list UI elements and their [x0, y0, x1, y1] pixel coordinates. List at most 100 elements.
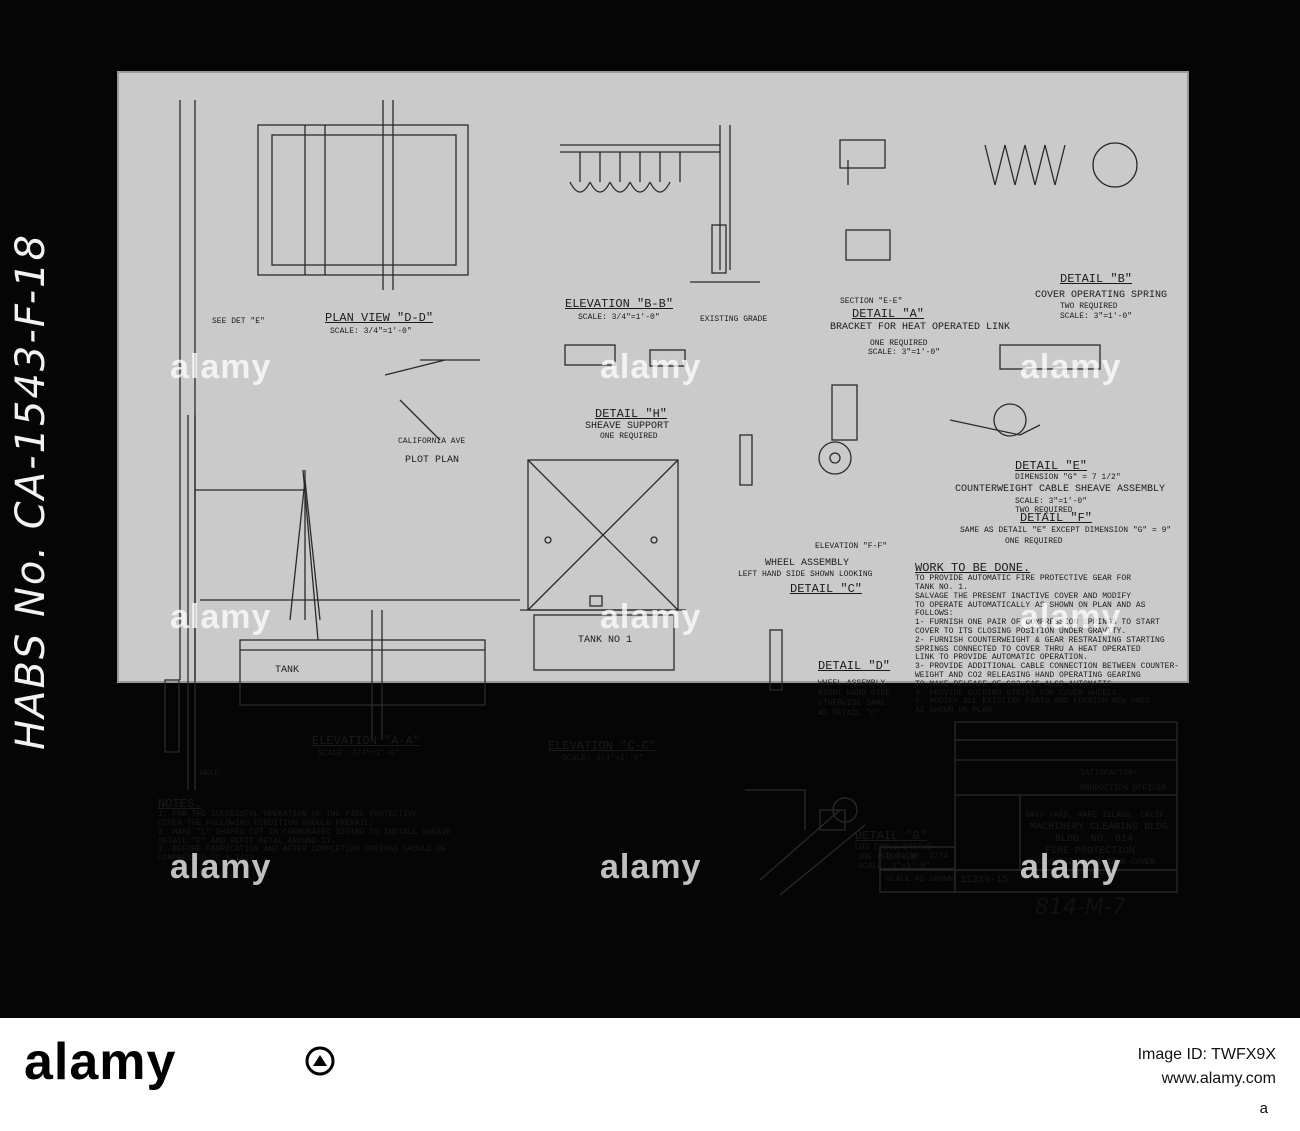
watermark-5: alamy: [600, 598, 702, 636]
detail-d-line4: AS DETAIL "C": [818, 709, 881, 718]
watermark-2: alamy: [600, 348, 702, 386]
weld-label: WELD: [200, 769, 220, 778]
work-line: SPRINGS CONNECTED TO COVER THRU A HEAT O…: [915, 644, 1141, 654]
notes-lines: 1. FOR THE SUCCESSFUL OPERATION OF THE F…: [158, 810, 451, 864]
plot-plan-title: PLOT PLAN: [405, 455, 460, 466]
detail-a-subtitle: BRACKET FOR HEAT OPERATED LINK: [830, 322, 1011, 333]
tank-label: TANK: [275, 665, 300, 676]
detail-h-subtitle: SHEAVE SUPPORT: [585, 421, 670, 432]
elevation-cc-title: ELEVATION "C-C": [548, 739, 657, 753]
detail-d-line3: OTHERWISE SAME: [818, 699, 886, 708]
detail-f-required: ONE REQUIRED: [1005, 537, 1063, 546]
title-line3: FIRE PROTECTION: [1045, 846, 1136, 857]
alamy-url[interactable]: www.alamy.com: [1161, 1070, 1276, 1087]
wheel-assembly-title: WHEEL ASSEMBLY: [765, 558, 850, 569]
work-line: 1- FURNISH ONE PAIR OF COMPRESSION SPRIN…: [915, 618, 1160, 628]
tank-no1-label: TANK NO 1: [578, 635, 633, 646]
scale-note: SCALE AS SHOWN: [886, 875, 954, 884]
image-id: Image ID: TWFX9X: [1137, 1046, 1276, 1063]
detail-g-subtitle: CO2 CABLE SHEAVE: [855, 843, 932, 852]
elevation-bb-scale: SCALE: 3/4"=1'-0": [578, 313, 660, 322]
existing-grade-label: EXISTING GRADE: [700, 315, 768, 324]
detail-b-title: DETAIL "B": [1060, 272, 1133, 286]
work-line: 3- PROVIDE ADDITIONAL CABLE CONNECTION B…: [915, 662, 1180, 672]
work-line: TANK NO. 1.: [915, 582, 968, 592]
work-line: 4- PROVIDE GUIDING STRIPS FOR COVER WHEE…: [915, 688, 1122, 698]
alamy-logo-icon: [305, 1046, 335, 1076]
title-line4: AUTOMATIC CO2 & TANK COVER: [1030, 858, 1155, 867]
detail-a-scale: SCALE: 3"=1'-0": [868, 348, 941, 357]
handwritten-sheet-number: 814-M-7: [1035, 895, 1126, 920]
work-line: 2- FURNISH COUNTERWEIGHT & GEAR RESTRAIN…: [915, 635, 1165, 645]
watermark-9: alamy: [1020, 848, 1122, 886]
alamy-logo[interactable]: alamy: [24, 1033, 177, 1091]
elevation-ff-label: ELEVATION "F-F": [815, 542, 888, 551]
detail-h-title: DETAIL "H": [595, 407, 668, 421]
elevation-aa-title: ELEVATION "A-A": [312, 734, 421, 748]
watermark-6: alamy: [1020, 598, 1122, 636]
title-line2: BLDG. NO. 814.: [1055, 834, 1140, 845]
plan-view-title: PLAN VIEW "D-D": [325, 311, 434, 325]
detail-g-title: DETAIL "G": [855, 829, 928, 843]
see-det-e-label: SEE DET "E": [212, 317, 265, 326]
watermark-3: alamy: [1020, 348, 1122, 386]
work-line: FOLLOWS:: [915, 609, 954, 619]
notes-line: DETAIL "F" AND REFIT METAL AROUND IT.: [158, 836, 336, 846]
notes-line: COMPRESSED TO 3 1/2".: [158, 854, 259, 864]
detail-a-title: DETAIL "A": [852, 307, 925, 321]
watermark-7: alamy: [170, 848, 272, 886]
detail-d-line2: RIGHT HAND SIDE: [818, 689, 891, 698]
stock-footer: [0, 1018, 1300, 1131]
detail-g-required: ONE REQUIRED: [858, 853, 916, 862]
detail-e-title: DETAIL "E": [1015, 459, 1088, 473]
detail-h-required: ONE REQUIRED: [600, 432, 658, 441]
california-ave-label: CALIFORNIA AVE: [398, 437, 466, 446]
detail-b-scale: SCALE: 3"=1'-0": [1060, 312, 1133, 321]
detail-d-line1: WHEEL ASSEMBLY: [818, 679, 886, 688]
detail-e-required: TWO REQUIRED: [1015, 506, 1073, 515]
notes-line: 1. FOR THE SUCCESSFUL OPERATION OF THE F…: [158, 810, 418, 820]
drawing-number: D.O. NO. 1774: [886, 852, 949, 861]
work-line: LINK TO PROVIDE AUTOMATIC OPERATION.: [915, 653, 1088, 663]
elevation-bb-title: ELEVATION "B-B": [565, 297, 674, 311]
section-ee-label: SECTION "E-E": [840, 297, 903, 306]
watermark-8: alamy: [600, 848, 702, 886]
work-line: WEIGHT AND CO2 RELEASING HAND OPERATING …: [915, 670, 1141, 680]
detail-e-dimension: DIMENSION "G" = 7 1/2": [1015, 473, 1121, 482]
satisfactory-label: SATISFACTORY: [1080, 769, 1138, 778]
production-officer-label: PRODUCTION OFFICER: [1080, 784, 1167, 793]
detail-f-subtitle: SAME AS DETAIL "E" EXCEPT DIMENSION "G" …: [960, 526, 1172, 535]
work-line: TO MAKE RELEASE OF CO2 GAS ALSO AUTOMATI…: [915, 679, 1117, 689]
plan-view-scale: SCALE: 3/4"=1'-0": [330, 327, 412, 336]
notes-line: COVER THE FOLLOWING CONDITION SHOULD PRE…: [158, 818, 375, 828]
footer-code: a: [1259, 1100, 1268, 1117]
detail-b-subtitle: COVER OPERATING SPRING: [1035, 290, 1168, 301]
detail-f-title: DETAIL "F": [1020, 511, 1093, 525]
file-number: 11239-15: [960, 875, 1009, 886]
navy-yard-label: NAVY YARD, MARE ISLAND, CALIF.: [1025, 811, 1170, 820]
detail-e-subtitle: COUNTERWEIGHT CABLE SHEAVE ASSEMBLY: [955, 484, 1166, 495]
work-to-be-done: WORK TO BE DONE. TO PROVIDE AUTOMATIC FI…: [915, 561, 1180, 716]
watermark-1: alamy: [170, 348, 272, 386]
notes-heading: NOTES.: [158, 797, 202, 811]
notes-line: 2. MAKE "L" SHAPED CUT IN CORRUGATED SID…: [158, 827, 451, 837]
watermark-4: alamy: [170, 598, 272, 636]
detail-e-scale: SCALE: 3"=1'-0": [1015, 497, 1088, 506]
habs-number-text: HABS No. CA-1543-F-18: [8, 233, 54, 750]
work-lines: TO PROVIDE AUTOMATIC FIRE PROTECTIVE GEA…: [915, 574, 1180, 716]
detail-g-scale: SCALE: 3"=1'-0": [858, 862, 931, 871]
work-line: TO OPERATE AUTOMATICALLY AS SHOWN ON PLA…: [915, 600, 1146, 610]
work-line: 5- MODIFY ALL EXISTING PARTS AND FURNISH…: [915, 697, 1151, 707]
work-line: SALVAGE THE PRESENT INACTIVE COVER AND M…: [915, 591, 1132, 601]
notes-block: NOTES. 1. FOR THE SUCCESSFUL OPERATION O…: [158, 797, 451, 864]
work-heading: WORK TO BE DONE.: [915, 561, 1031, 575]
elevation-cc-scale: SCALE: 3/4"=1'-0": [562, 754, 644, 763]
title-line1: MACHINERY CLEANING BLDG.: [1030, 822, 1175, 833]
elevation-aa-scale: SCALE: 3/4"=1'-0": [318, 749, 400, 758]
title-line5: CONTROL.: [1070, 868, 1109, 877]
notes-line: 3. BEFORE FABRICATION AND AFTER COMPLETI…: [158, 845, 447, 855]
work-line: AS SHOWN ON PLAN.: [915, 706, 997, 716]
detail-c-title: DETAIL "C": [790, 582, 863, 596]
work-line: TO PROVIDE AUTOMATIC FIRE PROTECTIVE GEA…: [915, 574, 1132, 584]
